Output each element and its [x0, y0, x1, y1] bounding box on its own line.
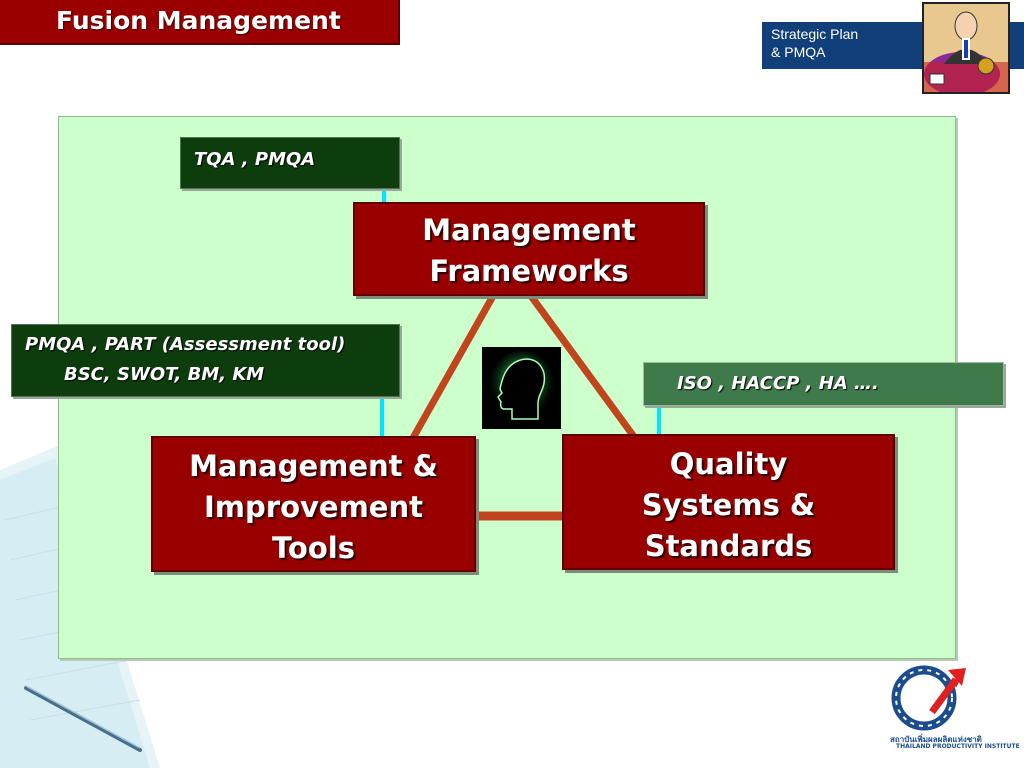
right-box-line-3: Standards [644, 529, 813, 563]
badge-line-2: & PMQA [771, 44, 826, 60]
tag-tqa-pmqa: TQA , PMQA [180, 137, 400, 189]
slide-title: Fusion Management [56, 6, 341, 35]
management-frameworks-box: Management Frameworks [353, 202, 705, 296]
logo-thai-text: สถาบันเพิ่มผลผลิตแห่งชาติ [890, 735, 982, 744]
tag-left-line-2: BSC, SWOT, BM, KM [64, 364, 265, 385]
tag-iso-haccp: ISO , HACCP , HA …. [643, 362, 1004, 406]
tag-top-text: TQA , PMQA [194, 149, 316, 170]
left-box-line-2: Improvement [204, 490, 423, 524]
quality-systems-standards-box: Quality Systems & Standards [562, 434, 895, 570]
right-box-line-1: Quality [669, 447, 788, 481]
logo-english-text: THAILAND PRODUCTIVITY INSTITUTE [896, 743, 1020, 750]
head-silhouette-icon [482, 347, 561, 429]
top-box-line-2: Frameworks [429, 254, 629, 288]
badge-line-1: Strategic Plan [771, 26, 859, 42]
businessman-clipart [922, 2, 1010, 94]
top-box-line-1: Management [422, 213, 636, 247]
tag-pmqa-part: PMQA , PART (Assessment tool) BSC, SWOT,… [11, 324, 400, 397]
tpi-logo [891, 665, 966, 731]
right-box-line-2: Systems & [641, 488, 816, 522]
left-box-line-3: Tools [272, 531, 355, 565]
management-improvement-tools-box: Management & Improvement Tools [151, 436, 476, 572]
title-bar: Fusion Management [0, 0, 400, 45]
tag-right-text: ISO , HACCP , HA …. [677, 373, 879, 394]
left-box-line-1: Management & [189, 449, 438, 483]
tag-left-line-1: PMQA , PART (Assessment tool) [25, 334, 346, 355]
